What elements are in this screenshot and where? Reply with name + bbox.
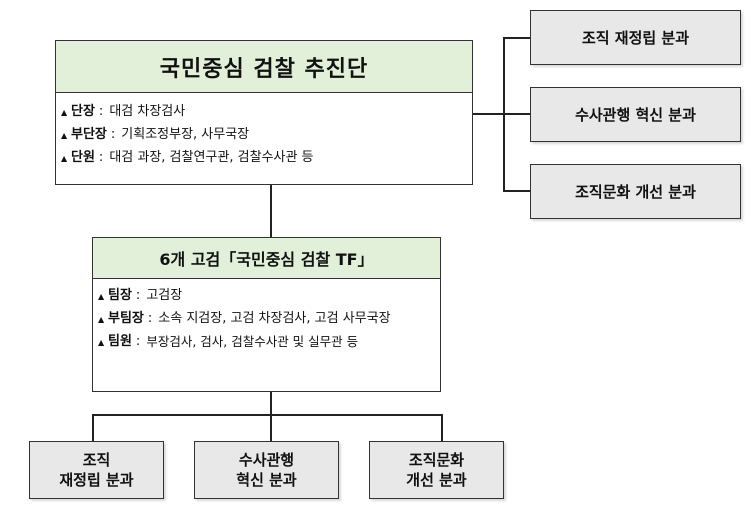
bottom-subcommittee-2: 수사관행 혁신 분과 <box>194 441 339 499</box>
connector-bracket-3 <box>503 190 530 192</box>
tf-unit-members: ▲ 팀장 : 고검장 ▲ 부팀장 : 소속 지검장, 고검 차장검사, 고검 사… <box>93 279 440 354</box>
connector-bottom-1 <box>92 414 94 441</box>
list-item: ▲ 부팀장 : 소속 지검장, 고검 차장검사, 고검 사무국장 <box>98 310 434 329</box>
triangle-bullet-icon: ▲ <box>98 292 105 301</box>
connector-bracket-1 <box>503 37 530 39</box>
tf-unit-box: 6개 고검「국민중심 검찰 TF」 ▲ 팀장 : 고검장 ▲ 부팀장 : 소속 … <box>92 237 441 392</box>
connector-bottom-3 <box>441 414 443 441</box>
list-item: ▲ 단장 : 대검 차장검사 <box>61 101 472 124</box>
connector-bracket-2 <box>503 113 530 115</box>
triangle-bullet-icon: ▲ <box>98 315 105 324</box>
triangle-bullet-icon: ▲ <box>98 338 105 347</box>
connector-top-to-bracket <box>472 113 503 115</box>
list-item: ▲ 팀장 : 고검장 <box>98 285 434 308</box>
triangle-bullet-icon: ▲ <box>61 154 68 163</box>
bottom-subcommittee-1: 조직 재정립 분과 <box>29 441 164 499</box>
top-unit-title: 국민중심 검찰 추진단 <box>56 41 472 93</box>
connector-bottom-horizontal <box>92 414 442 416</box>
connector-top-to-tf <box>270 184 272 237</box>
bottom-subcommittee-3: 조직문화 개선 분과 <box>369 441 504 499</box>
top-unit-members: ▲ 단장 : 대검 차장검사 ▲ 부단장 : 기획조정부장, 사무국장 ▲ 단원… <box>56 93 472 170</box>
tf-unit-title: 6개 고검「국민중심 검찰 TF」 <box>93 238 440 279</box>
list-item: ▲ 팀원 : 부장검사, 검사, 검찰수사관 및 실무관 등 <box>98 331 434 354</box>
connector-bottom-2 <box>270 414 272 441</box>
top-subcommittee-1: 조직 재정립 분과 <box>530 10 741 65</box>
triangle-bullet-icon: ▲ <box>61 108 68 117</box>
top-unit-box: 국민중심 검찰 추진단 ▲ 단장 : 대검 차장검사 ▲ 부단장 : 기획조정부… <box>55 40 473 185</box>
list-item: ▲ 단원 : 대검 과장, 검찰연구관, 검찰수사관 등 <box>61 147 472 170</box>
triangle-bullet-icon: ▲ <box>61 131 68 140</box>
list-item: ▲ 부단장 : 기획조정부장, 사무국장 <box>61 124 472 147</box>
top-subcommittee-3: 조직문화 개선 분과 <box>530 164 741 219</box>
top-subcommittee-2: 수사관행 혁신 분과 <box>530 87 741 142</box>
connector-tf-down <box>270 391 272 415</box>
